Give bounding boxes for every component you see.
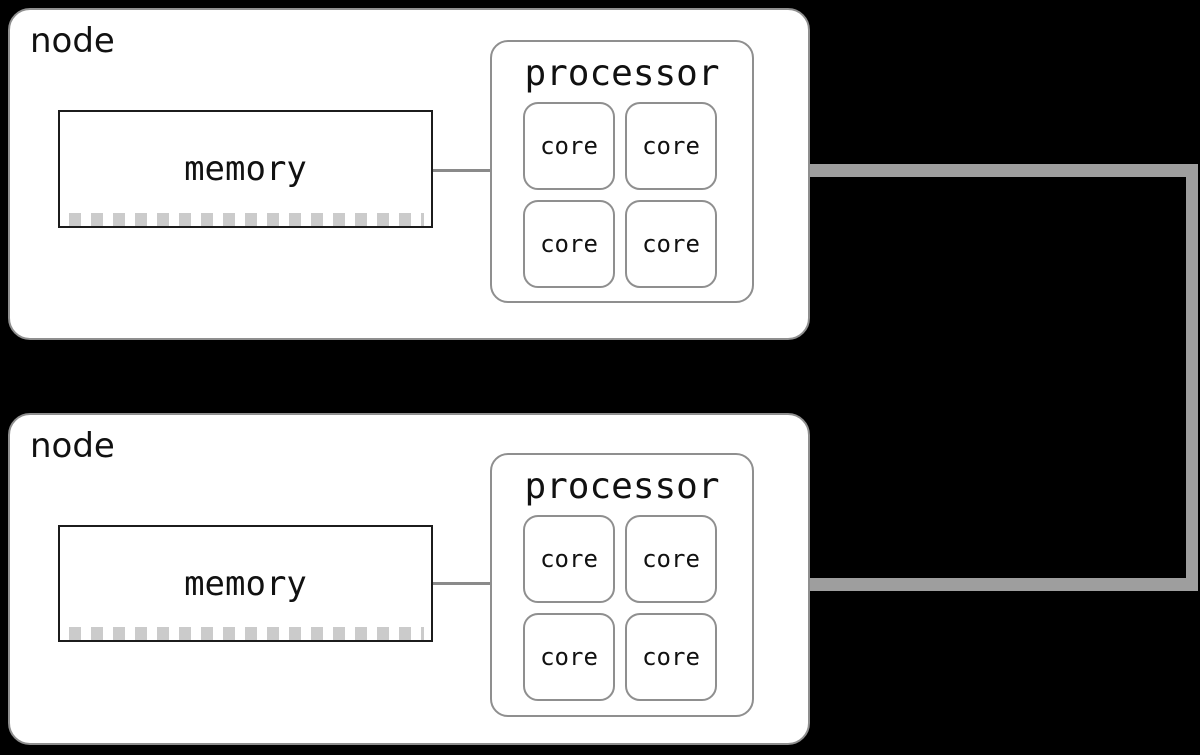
core-box: core xyxy=(625,613,717,701)
core-box: core xyxy=(523,613,615,701)
core-box: core xyxy=(523,515,615,603)
memory-label: memory xyxy=(184,563,307,604)
core-box: core xyxy=(523,200,615,288)
core-grid: core core core core xyxy=(523,102,717,288)
node-box-1: node memory processor core core core cor… xyxy=(8,8,810,340)
node-label: node xyxy=(30,426,115,466)
interconnect-vertical-segment xyxy=(1186,164,1198,591)
processor-box: processor core core core core xyxy=(490,453,754,717)
memory-processor-bus-line xyxy=(433,169,492,172)
node-label: node xyxy=(30,21,115,61)
processor-label: processor xyxy=(524,53,720,94)
processor-box: processor core core core core xyxy=(490,40,754,303)
core-box: core xyxy=(625,200,717,288)
memory-pins-strip xyxy=(69,627,424,640)
memory-processor-bus-line xyxy=(433,582,492,585)
core-grid: core core core core xyxy=(523,515,717,701)
memory-box: memory xyxy=(58,110,433,228)
node-box-2: node memory processor core core core cor… xyxy=(8,413,810,745)
memory-pins-strip xyxy=(69,213,424,226)
memory-box: memory xyxy=(58,525,433,642)
interconnect-bottom-segment xyxy=(810,578,1198,591)
memory-label: memory xyxy=(184,149,307,189)
core-box: core xyxy=(523,102,615,190)
processor-label: processor xyxy=(524,466,720,507)
core-box: core xyxy=(625,102,717,190)
core-box: core xyxy=(625,515,717,603)
interconnect-top-segment xyxy=(810,164,1198,177)
